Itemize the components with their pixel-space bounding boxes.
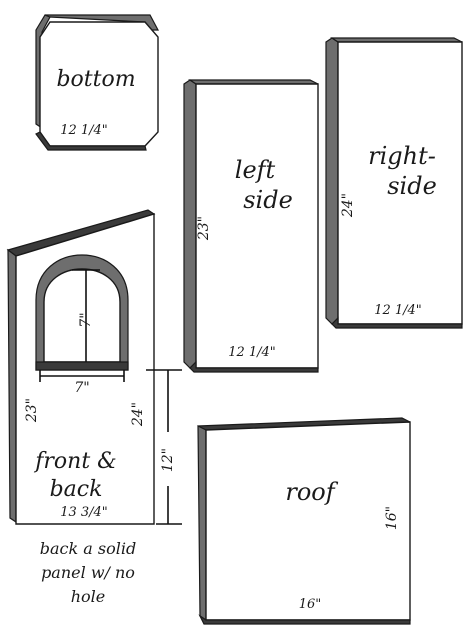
roof-panel: roof 16" 16" <box>197 417 411 625</box>
left-side-width-dim: 12 1/4" <box>228 345 276 360</box>
right-side-label-line2: side <box>387 172 437 200</box>
right-side-width-dim: 12 1/4" <box>374 303 422 318</box>
roof-height-dim: 16" <box>384 506 400 530</box>
hole-width-dim: 7" <box>74 380 89 396</box>
roof-label: roof <box>285 478 338 506</box>
note-line2: panel w/ no <box>41 563 135 582</box>
right-side-panel: right- side 24" 12 1/4" <box>325 37 463 329</box>
front-back-left-height-dim: 23" <box>24 398 40 423</box>
left-side-panel: left side 23" 12 1/4" <box>183 79 319 373</box>
bottom-label: bottom <box>56 67 135 92</box>
left-side-height-dim: 23" <box>196 216 212 241</box>
note-line3: hole <box>71 587 106 606</box>
right-side-label-line1: right- <box>368 142 436 170</box>
hole-offset-dim: 12" <box>160 448 176 472</box>
bottom-width-dim: 12 1/4" <box>60 123 108 138</box>
hole-offset-dimension: 12" <box>146 369 182 525</box>
hole-width-dimension: 7" <box>39 370 125 396</box>
hole-height-dimension: 7" <box>72 269 100 362</box>
front-back-right-height-dim: 24" <box>130 402 146 427</box>
left-side-label-line2: side <box>243 186 293 214</box>
front-back-label-line2: back <box>50 477 103 502</box>
roof-width-dim: 16" <box>299 597 322 612</box>
front-back-width-dim: 13 3/4" <box>60 505 108 520</box>
bottom-panel: bottom 12 1/4" <box>35 14 159 151</box>
left-side-label-line1: left <box>235 156 276 184</box>
note-line1: back a solid <box>40 539 136 558</box>
front-back-panel: front & back 13 3/4" 23" 24" <box>6 209 156 525</box>
back-panel-note: back a solid panel w/ no hole <box>40 539 136 606</box>
right-side-height-dim: 24" <box>340 193 356 218</box>
hole-height-dim: 7" <box>78 312 94 327</box>
front-back-label-line1: front & <box>33 449 117 474</box>
